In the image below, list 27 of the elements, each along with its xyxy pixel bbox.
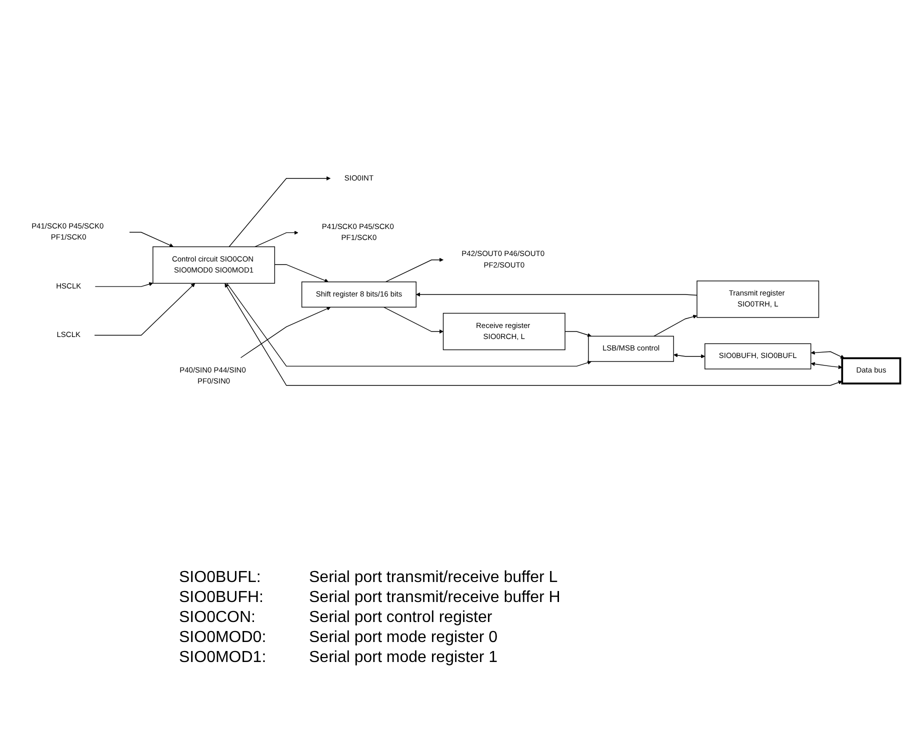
arrow xyxy=(564,331,592,338)
register-description: Serial port control register xyxy=(309,608,494,628)
arrow xyxy=(385,258,444,282)
register-description: Serial port mode register 1 xyxy=(309,648,499,668)
arrow xyxy=(674,353,706,358)
register-description: Serial port transmit/receive buffer L xyxy=(309,568,559,588)
arrow xyxy=(274,264,329,282)
register-name: SIO0CON: xyxy=(179,608,256,628)
arrow xyxy=(226,282,592,366)
arrow xyxy=(240,306,331,358)
register-name: SIO0BUFL: xyxy=(179,568,262,588)
arrow xyxy=(254,230,298,248)
arrow xyxy=(810,350,845,358)
arrow xyxy=(94,282,154,287)
register-description: Serial port mode register 0 xyxy=(309,628,499,648)
register-name: SIO0BUFH: xyxy=(179,588,264,608)
arrow xyxy=(810,362,842,370)
arrow xyxy=(94,283,196,336)
arrow xyxy=(224,283,842,386)
arrow xyxy=(654,314,698,337)
arrow xyxy=(416,292,698,297)
register-name: SIO0MOD1: xyxy=(179,648,268,668)
arrow xyxy=(129,232,174,248)
arrow xyxy=(383,306,444,334)
register-description: Serial port transmit/receive buffer H xyxy=(309,588,562,608)
arrow xyxy=(228,176,331,248)
register-name: SIO0MOD0: xyxy=(179,628,268,648)
